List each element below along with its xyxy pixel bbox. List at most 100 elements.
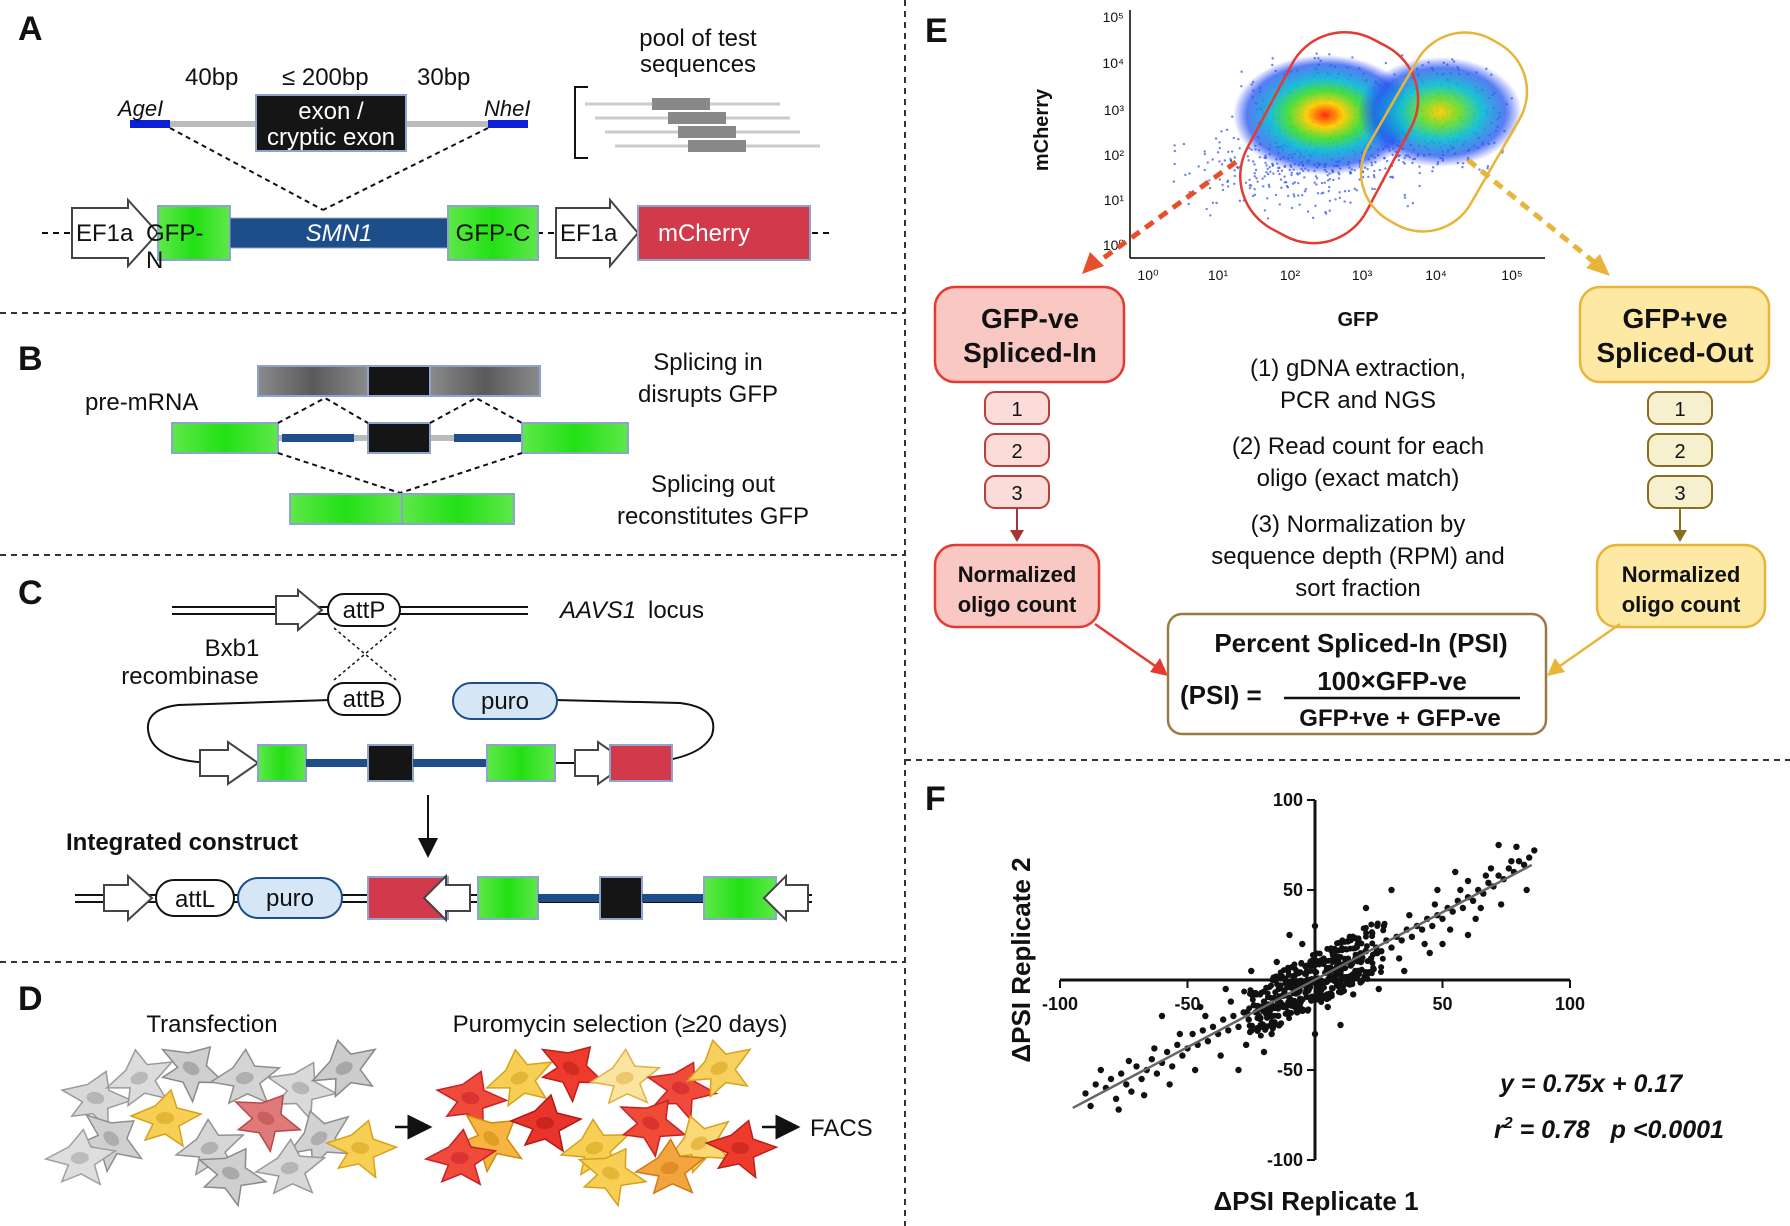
flow-event — [1290, 171, 1293, 174]
cell — [423, 1128, 498, 1186]
x-tick-3: 10³ — [1352, 267, 1373, 283]
scatter-point — [1446, 926, 1454, 933]
scatter-point — [1176, 1030, 1184, 1038]
flow-event — [1209, 214, 1212, 217]
scatter-point — [1337, 1021, 1344, 1029]
nhei-site — [488, 120, 528, 128]
cell-nucleus — [221, 1166, 240, 1180]
flow-event — [1223, 159, 1227, 162]
spliced-in-title-2: Spliced-In — [963, 337, 1097, 368]
gfp-n-label-1: GFP- — [146, 220, 203, 247]
scatter-point — [1359, 977, 1366, 984]
scatter-point — [1254, 1028, 1261, 1035]
flow-event — [1338, 191, 1341, 194]
flow-event — [1271, 63, 1274, 67]
panel-label-e: E — [925, 12, 948, 50]
scatter-point — [1174, 1041, 1181, 1049]
flow-event — [1256, 180, 1259, 183]
psi-box — [1166, 612, 1548, 736]
flow-event — [1266, 217, 1270, 220]
flow-event — [1361, 176, 1365, 179]
flow-event — [1373, 169, 1376, 173]
cell-nucleus — [731, 1141, 750, 1155]
cell-nucleus — [671, 1081, 690, 1095]
flow-event — [1403, 193, 1406, 197]
flow-event — [1205, 207, 1208, 211]
scatter-point — [1395, 955, 1403, 962]
scatter-point — [1374, 921, 1381, 928]
facs-density-plot — [1129, 10, 1545, 259]
step3-line3: sort fraction — [1295, 575, 1420, 602]
scatter-point — [1307, 968, 1314, 975]
flow-event — [1255, 176, 1258, 180]
bxb1-label-2: recombinase — [121, 663, 258, 690]
flow-event — [1247, 159, 1250, 162]
splice-in-join-right — [429, 396, 523, 424]
flow-event — [1478, 168, 1481, 171]
scatter-point — [1513, 843, 1520, 850]
spliced-out-norm-box — [1595, 543, 1767, 629]
scatter-point — [1418, 926, 1426, 933]
scatter-point — [1328, 991, 1335, 998]
scatter-point — [1347, 979, 1354, 986]
flow-event — [1263, 175, 1266, 178]
fit-line — [1072, 863, 1533, 1110]
scatter-point — [1271, 1005, 1278, 1012]
scatter-point — [1505, 865, 1513, 872]
scatter-point — [1259, 1021, 1266, 1028]
scatter-point — [1356, 967, 1363, 974]
flow-event — [1291, 182, 1295, 185]
flow-event — [1233, 174, 1237, 178]
cell-nucleus — [536, 1117, 554, 1129]
scatter-point — [1439, 940, 1446, 948]
step1-line1: (1) gDNA extraction, — [1250, 355, 1466, 382]
x-tick-label: 100 — [1555, 994, 1585, 1014]
scatter-point — [1334, 971, 1341, 978]
scatter-point — [1264, 1014, 1271, 1021]
cell — [79, 1113, 144, 1174]
scatter-point — [1270, 1022, 1277, 1029]
scatter-point — [1298, 960, 1305, 967]
pool-label-2: sequences — [640, 51, 756, 78]
scatter-point — [1299, 996, 1306, 1003]
flow-event — [1238, 147, 1241, 150]
bxb1-label-1: Bxb1 — [205, 635, 260, 662]
scatter-point — [1515, 858, 1523, 865]
out-norm-2: oligo count — [1622, 592, 1741, 617]
scatter-point — [1311, 952, 1318, 959]
gate-arrow-left — [1096, 159, 1238, 265]
flow-event — [1402, 160, 1405, 164]
step1-line2: PCR and NGS — [1280, 387, 1436, 414]
flow-event — [1334, 198, 1337, 201]
flow-event — [1226, 179, 1230, 183]
flow-event — [1286, 194, 1290, 198]
premrna-gfp-n — [171, 422, 279, 454]
flow-event — [1278, 172, 1281, 176]
cell-nucleus — [642, 1116, 660, 1130]
pool-sequences — [585, 98, 820, 152]
scatter-point — [1340, 965, 1347, 972]
flow-event — [1172, 180, 1176, 183]
flow-event — [1220, 163, 1224, 166]
scatter-point — [1388, 944, 1395, 951]
puro-integrated — [237, 877, 343, 919]
scatter-point — [1199, 1027, 1207, 1034]
cell-nucleus — [601, 1166, 620, 1180]
scatter-point — [1153, 1070, 1161, 1077]
flow-event — [1184, 173, 1187, 177]
integrated-gfp-c — [477, 876, 539, 920]
scatter-point — [1495, 872, 1502, 879]
scatter-point — [1317, 957, 1324, 964]
flow-event — [1347, 189, 1351, 193]
flow-event — [1266, 167, 1269, 171]
chart-ylabel: ΔPSI Replicate 2 — [1006, 857, 1036, 1062]
scatter-point — [1202, 1012, 1209, 1020]
scatter-point — [1340, 983, 1347, 990]
plasmid-promoter-1 — [199, 740, 260, 786]
scatter-point — [1128, 1088, 1135, 1095]
scatter-point — [1197, 1003, 1204, 1011]
premrna-exon — [367, 422, 431, 454]
flow-event — [1316, 192, 1320, 195]
x-tick-2: 10² — [1280, 267, 1301, 283]
cell-nucleus — [351, 1141, 370, 1155]
